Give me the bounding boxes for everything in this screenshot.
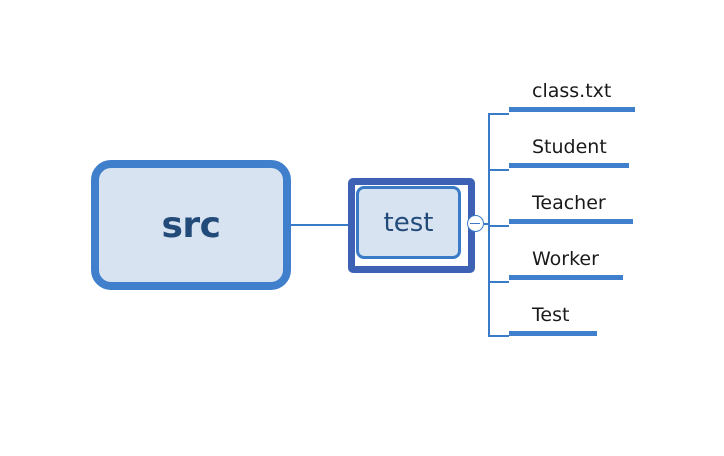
root-node-label: src [161,204,221,246]
leaf-underline [509,331,597,336]
leaf-underline [509,163,629,168]
leaf-node-test[interactable]: Test [509,304,597,338]
connector-branch [488,113,509,115]
leaf-node-label: Student [532,136,607,158]
connector-branch [488,169,509,171]
connector-branch [488,335,509,337]
child-node-label: test [383,207,434,238]
leaf-node-label: Teacher [532,192,606,214]
leaf-node-label: Worker [532,248,599,270]
leaf-node-class-txt[interactable]: class.txt [509,80,635,114]
leaf-node-label: class.txt [532,80,612,102]
leaf-node-student[interactable]: Student [509,136,629,170]
collapse-toggle-icon[interactable] [467,215,484,232]
child-node-test[interactable]: test [356,186,461,259]
connector-child-trunk [484,223,490,225]
leaf-node-teacher[interactable]: Teacher [509,192,633,226]
leaf-underline [509,275,623,280]
root-node-src[interactable]: src [91,160,291,290]
connector-branch [488,281,509,283]
connector-branch [488,225,509,227]
connector-root-child [283,224,356,226]
leaf-node-label: Test [532,304,570,326]
leaf-underline [509,219,633,224]
leaf-underline [509,107,635,112]
leaf-node-worker[interactable]: Worker [509,248,623,282]
